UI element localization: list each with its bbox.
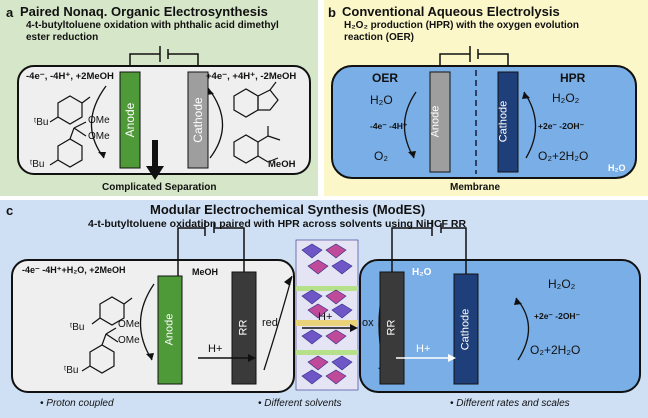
cathode-reaction-a: +4e⁻, +4H⁺, -2MeOH	[206, 71, 297, 82]
anode-label-a: Anode	[123, 102, 137, 138]
anode-reaction-a: -4e⁻, -4H⁺, +2MeOH	[26, 71, 114, 82]
panel-b-letter: b	[328, 5, 336, 20]
bullet-different-solvents: • Different solvents	[258, 398, 342, 409]
anode-electrode-a	[119, 71, 141, 169]
hpr-reaction-b: +2e⁻ -2OH⁻	[538, 121, 585, 131]
anode-electrode-c	[157, 275, 183, 385]
o2-2h2o-label-c: O₂+2H₂O	[530, 343, 581, 357]
hpr-label: HPR	[560, 71, 586, 85]
ome-label-c1: OMe	[118, 319, 140, 330]
panel-c-graphics	[11, 220, 641, 393]
meoh-label-a: MeOH	[268, 159, 296, 170]
panel-c-letter: c	[6, 203, 14, 218]
ome-label-c2: OMe	[118, 335, 140, 346]
panel-a-subtitle-1: 4-t-butyltoluene oxidation with phthalic…	[26, 20, 279, 31]
panel-a-letter: a	[6, 5, 14, 20]
red-label: red	[262, 317, 278, 329]
bullet-different-rates: • Different rates and scales	[450, 398, 570, 409]
h-plus-mid: H+	[318, 311, 333, 323]
anode-label-c: Anode	[163, 313, 176, 346]
cathode-label-a: Cathode	[191, 97, 205, 143]
cathode-label-c: Cathode	[459, 308, 472, 351]
ome-label-a1: OMe	[88, 115, 110, 126]
tbu-label-c2: ᵗBu	[64, 365, 79, 376]
cell-c-left	[11, 259, 295, 393]
cathode-electrode-b	[497, 71, 519, 173]
separation-label: Complicated Separation	[102, 182, 217, 193]
h2o-label-b: H₂O	[370, 93, 393, 107]
tbu-label-a2: ᵗBu	[30, 159, 45, 170]
h-plus-right: H+	[416, 343, 431, 355]
cathode-electrode-a	[187, 71, 209, 169]
panel-c-title: Modular Electrochemical Synthesis (ModES…	[150, 202, 426, 217]
anode-label-b: Anode	[429, 105, 442, 138]
h-plus-left: H+	[208, 343, 223, 355]
panel-b-title: Conventional Aqueous Electrolysis	[342, 4, 560, 19]
cathode-electrode-c	[453, 273, 479, 385]
ox-label: ox	[362, 317, 374, 329]
membrane-label: Membrane	[450, 182, 501, 193]
panel-b-subtitle-1: H₂O₂ production (HPR) with the oxygen ev…	[344, 20, 579, 31]
cell-a	[17, 65, 311, 175]
panel-a-title: Paired Nonaq. Organic Electrosynthesis	[20, 4, 268, 19]
oer-reaction: -4e⁻ -4H⁺	[370, 121, 408, 131]
panel-b-graphics	[331, 46, 637, 179]
left-reaction-c: -4e⁻ -4H⁺+H₂O, +2MeOH	[22, 265, 126, 275]
panel-a-subtitle-2: ester reduction	[26, 32, 99, 43]
h2o-label-c: H₂O	[412, 267, 432, 278]
rr-label-left: RR	[237, 319, 250, 336]
rr-label-right: RR	[385, 319, 398, 336]
tbu-label-a1: ᵗBu	[34, 117, 49, 128]
cell-c-right	[359, 259, 641, 393]
nihcf-lattice	[295, 239, 359, 391]
o2-2h2o-label-b: O₂+2H₂O	[538, 149, 589, 163]
h2o2-label-c: H₂O₂	[548, 277, 576, 291]
cell-b	[331, 65, 637, 179]
meoh-label-c: MeOH	[192, 267, 219, 277]
panel-b-subtitle-2: reaction (OER)	[344, 32, 415, 43]
tbu-label-c1: ᵗBu	[70, 322, 85, 333]
anode-electrode-b	[429, 71, 451, 173]
panel-c-subtitle: 4-t-butyltoluene oxidation paired with H…	[88, 218, 467, 230]
hpr-reaction-c: +2e⁻ -2OH⁻	[534, 311, 581, 321]
oer-label: OER	[372, 71, 399, 85]
cathode-label-b: Cathode	[497, 100, 510, 143]
rr-electrode-left	[231, 271, 257, 385]
ome-label-a2: OMe	[88, 131, 110, 142]
o2-label-b: O₂	[374, 149, 388, 163]
h2o-small-label-b: H₂O	[608, 163, 626, 173]
h2o2-label-b: H₂O₂	[552, 91, 580, 105]
bullet-proton-coupled: • Proton coupled	[40, 398, 114, 409]
rr-electrode-right	[379, 271, 405, 385]
panel-a-graphics	[17, 46, 311, 180]
